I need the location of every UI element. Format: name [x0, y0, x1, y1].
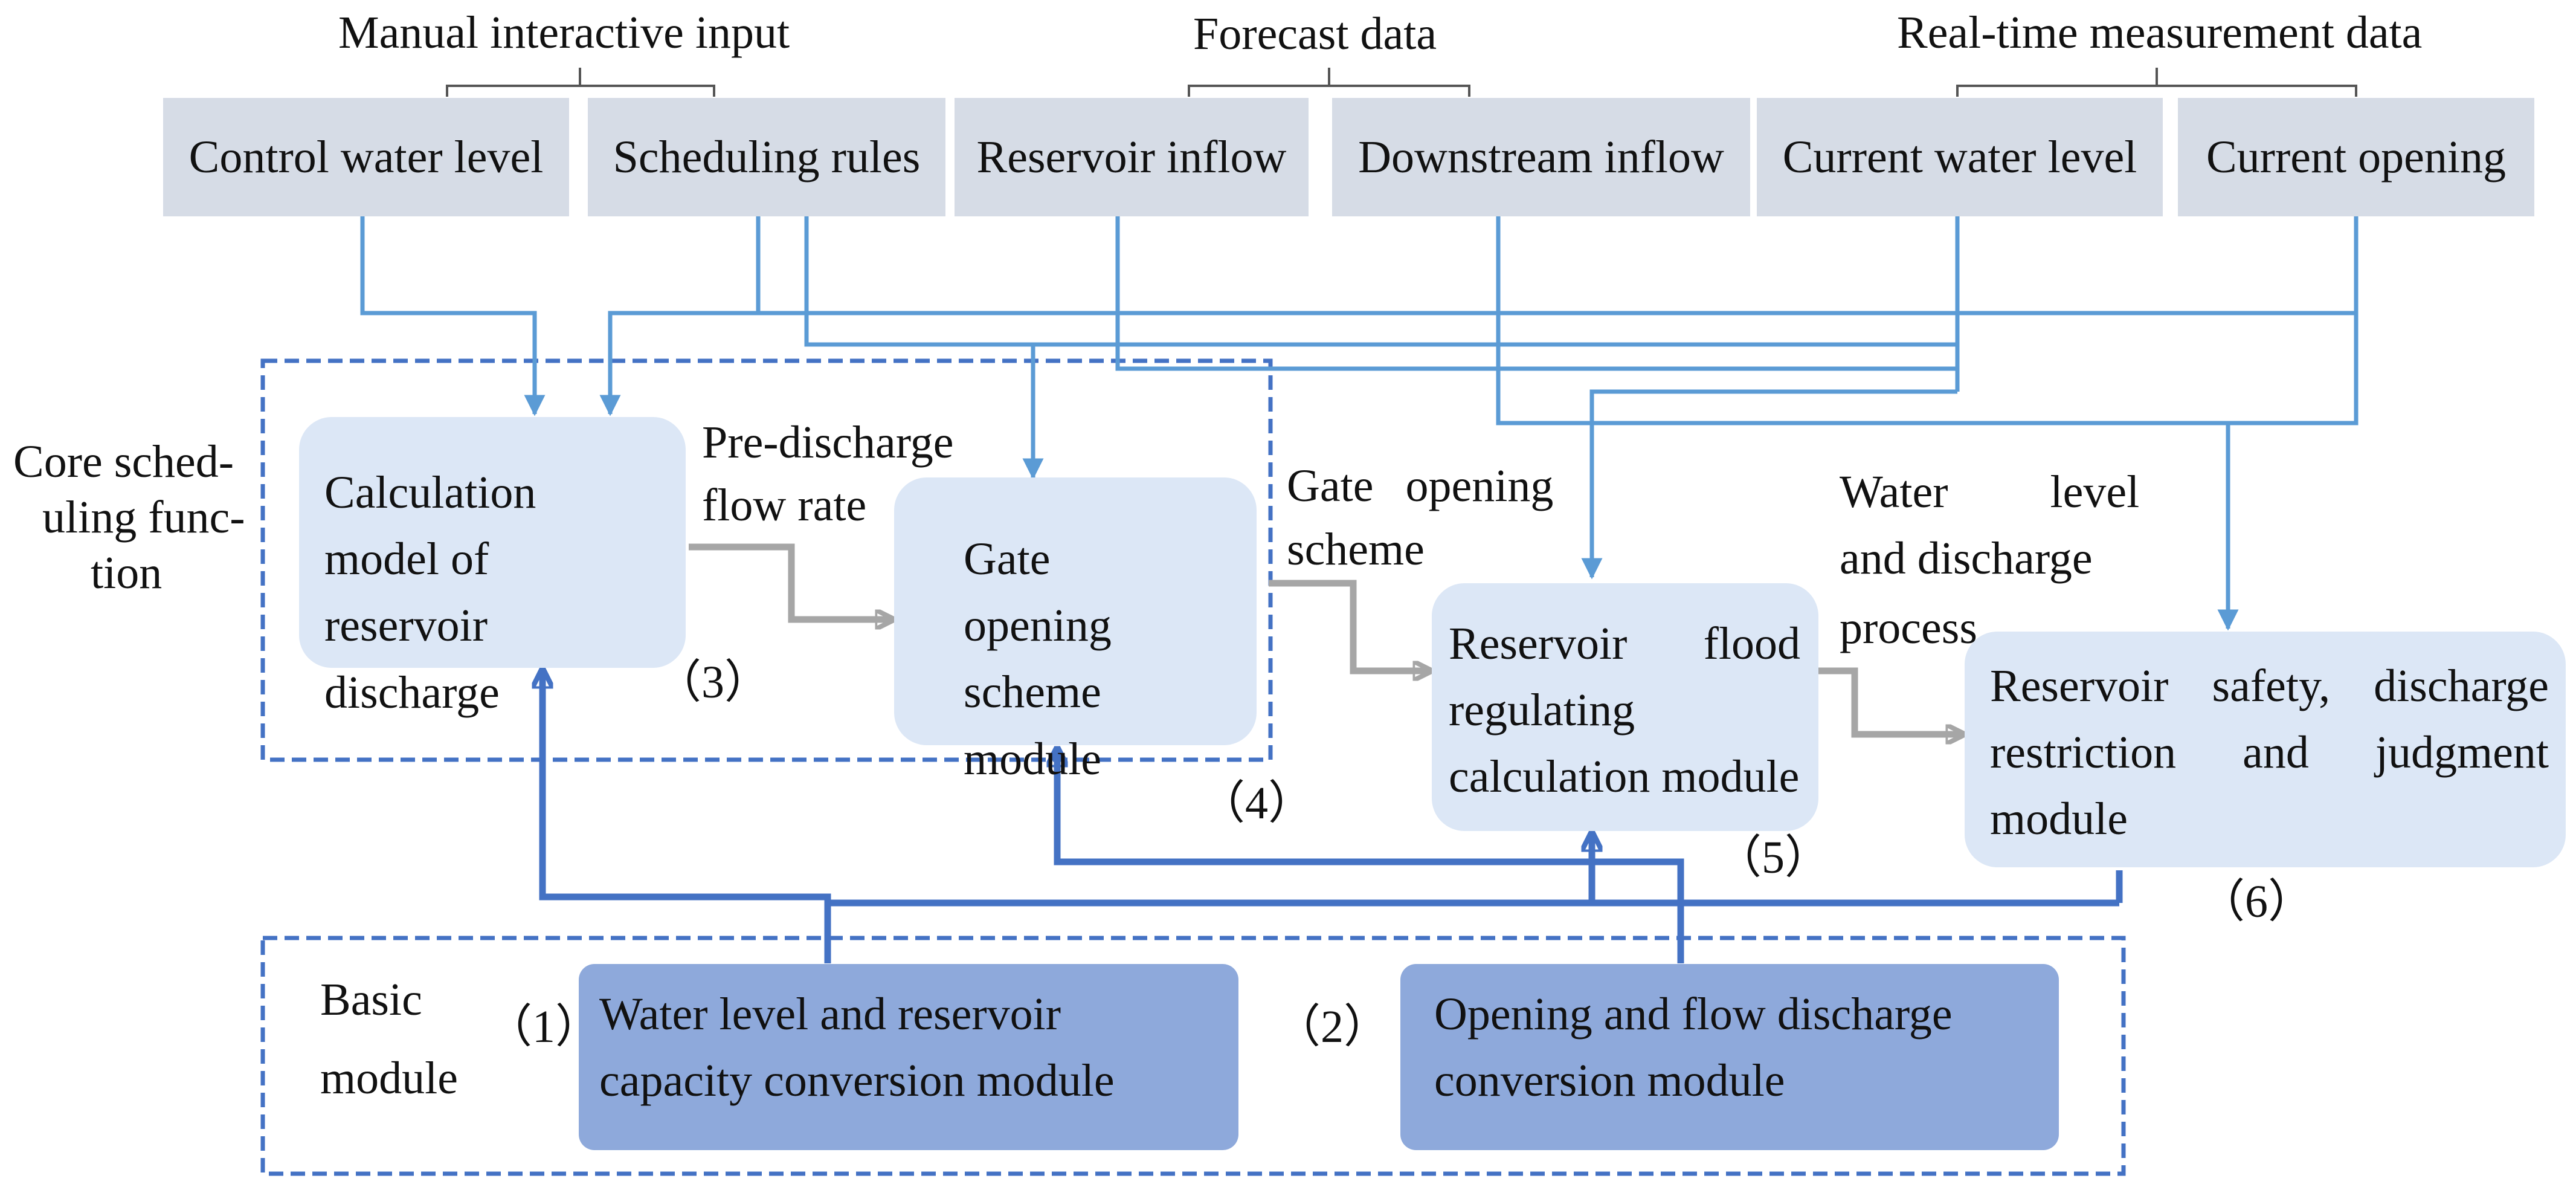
module-number-3: （3）: [655, 657, 770, 708]
module-opening-flow-text: Opening and flow discharge conversion mo…: [1434, 989, 1953, 1107]
group-title-realtime: Real-time measurement data: [1897, 7, 2423, 58]
label-gate-opening-line2: scheme: [1287, 524, 1425, 575]
module-number-6: （6）: [2199, 876, 2314, 927]
basic-region-border: [260, 936, 2126, 1176]
core-region-label-line2: uling func-: [42, 492, 245, 543]
core-region-border: [260, 358, 1273, 762]
module-number-1: （1）: [486, 1001, 601, 1052]
module-number-4: （4）: [1199, 778, 1314, 829]
group-title-manual: Manual interactive input: [338, 7, 790, 58]
label-pre-discharge-line1: Pre-discharge: [702, 417, 954, 468]
label-water-level-line2: and discharge: [1840, 533, 2093, 584]
module-safety-judgment: Reservoir safety, discharge restriction …: [1965, 632, 2566, 867]
input-connectors: [360, 216, 2359, 631]
module-flood-regulating-text: Reservoir flood regulating calculation m…: [1449, 618, 1800, 803]
label-pre-discharge-line2: flow rate: [702, 480, 867, 531]
label-water-level-line3: process: [1840, 603, 1977, 653]
module-gate-opening-scheme-text: Gate opening scheme module: [964, 534, 1112, 784]
label-gate-opening-line1: Gate opening: [1287, 461, 1554, 511]
module-water-level-capacity: Water level and reservoir capacity conve…: [579, 964, 1238, 1150]
module-discharge-calculation: Calculation model of reservoir discharge: [299, 417, 686, 718]
basic-region-label-line1: Basic: [320, 974, 422, 1025]
process-connectors: [689, 543, 1963, 734]
group-title-forecast: Forecast data: [1193, 8, 1437, 59]
input-scheduling-rules: Scheduling rules: [588, 98, 945, 216]
module-number-2: （2）: [1275, 1001, 1389, 1052]
module-opening-flow: Opening and flow discharge conversion mo…: [1400, 964, 2059, 1150]
core-region-label-line3: tion: [91, 548, 163, 598]
input-current-water-level: Current water level: [1757, 98, 2163, 216]
input-current-opening: Current opening: [2178, 98, 2534, 216]
core-region-label-line1: Core sched-: [13, 436, 234, 487]
module-number-5: （5）: [1716, 832, 1831, 883]
input-downstream-inflow: Downstream inflow: [1332, 98, 1750, 216]
label-water-level-line1: Water level: [1840, 467, 2140, 517]
group-brackets: [446, 68, 2357, 97]
basic-region-label-line2: module: [320, 1053, 458, 1104]
basic-connectors: [543, 670, 2123, 963]
module-discharge-calculation-text: Calculation model of reservoir discharge: [324, 467, 536, 718]
module-safety-judgment-text: Reservoir safety, discharge restriction …: [1990, 661, 2549, 845]
module-water-level-capacity-text: Water level and reservoir capacity conve…: [599, 989, 1115, 1107]
input-reservoir-inflow: Reservoir inflow: [955, 98, 1309, 216]
input-control-water-level: Control water level: [163, 98, 569, 216]
module-flood-regulating: Reservoir flood regulating calculation m…: [1432, 583, 1818, 831]
module-gate-opening-scheme: Gate opening scheme module: [894, 477, 1257, 784]
